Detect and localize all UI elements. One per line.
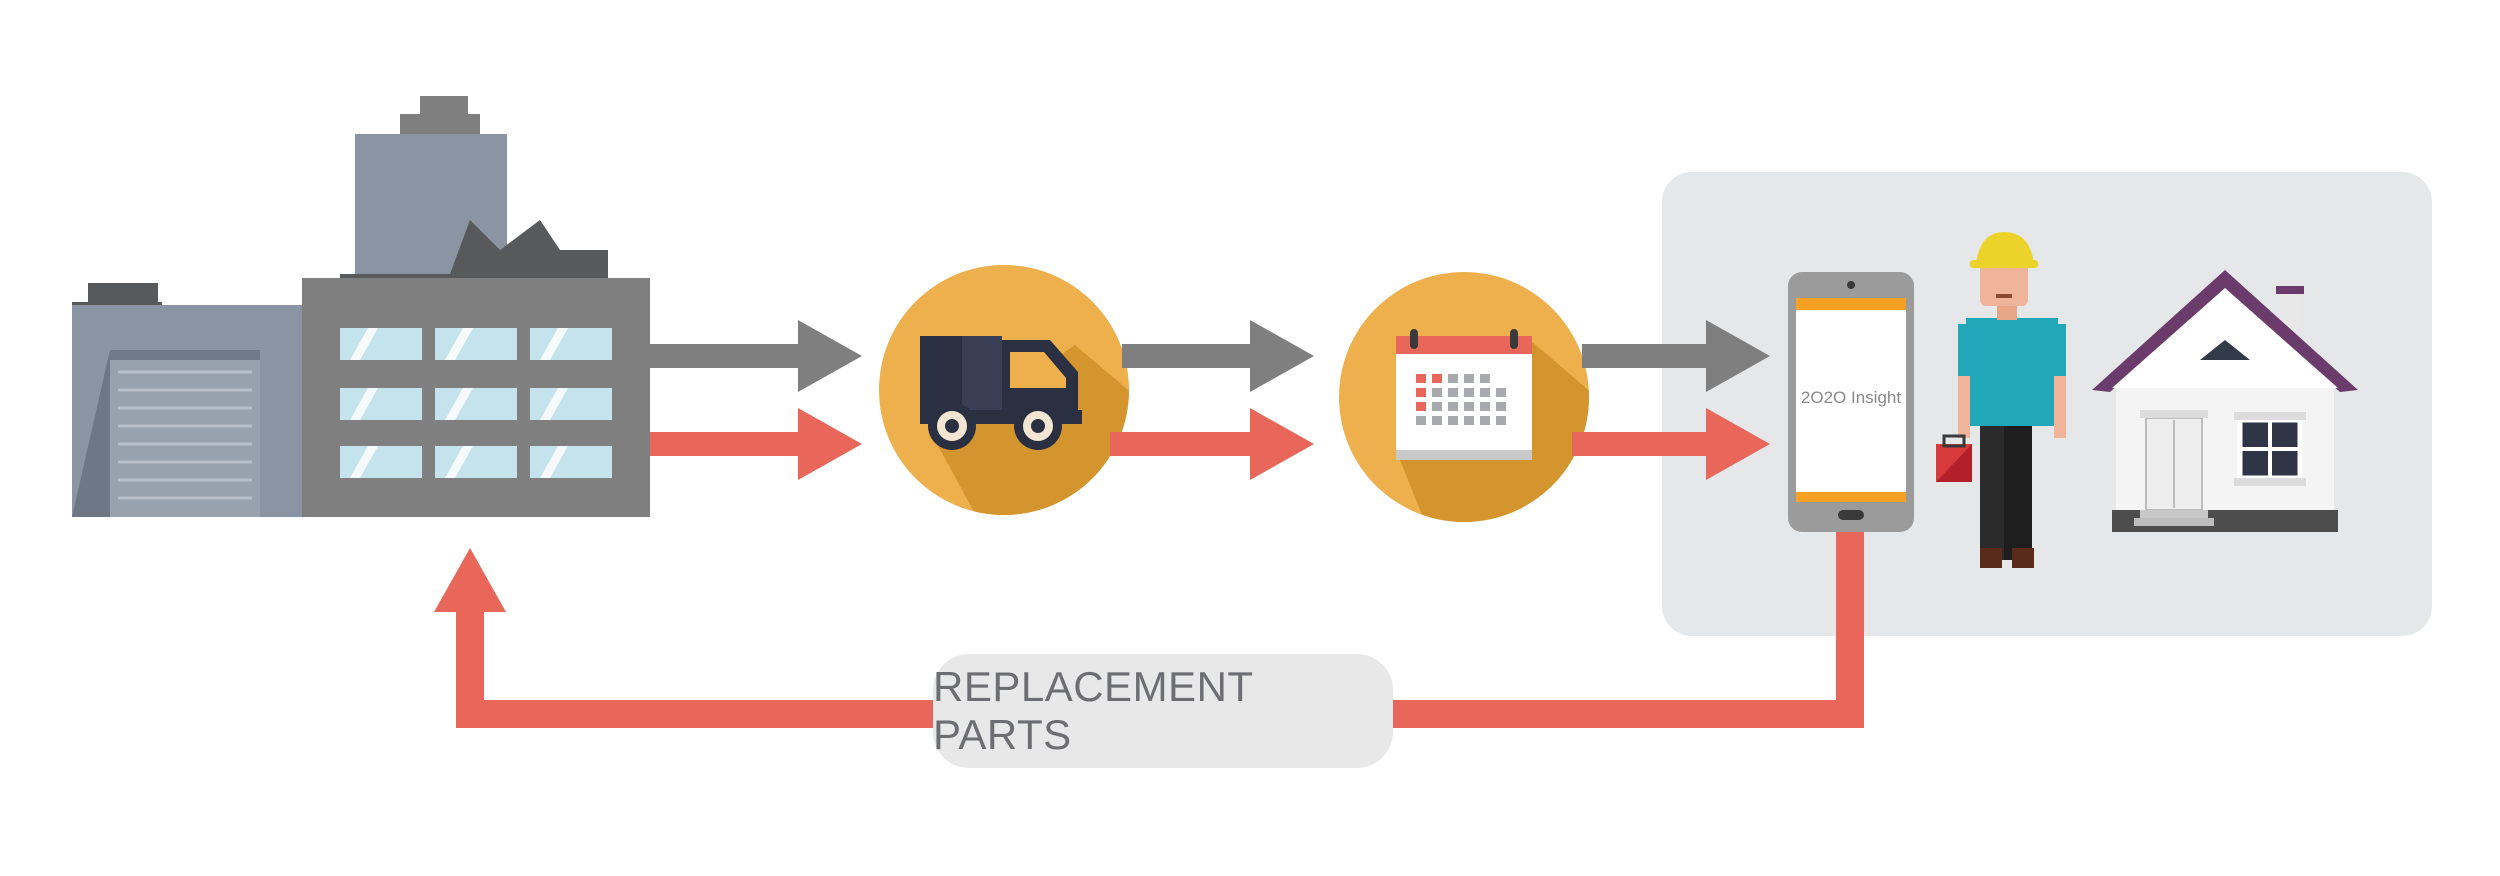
technician-icon xyxy=(1936,232,2066,568)
calendar-icon xyxy=(1339,272,1589,522)
arrow-red-3 xyxy=(1572,408,1770,480)
truck-icon xyxy=(879,265,1129,515)
arrow-gray-3 xyxy=(1582,320,1770,392)
factory-icon xyxy=(72,96,650,517)
replacement-parts-text: REPLACEMENT PARTS xyxy=(933,663,1253,758)
arrow-red-2 xyxy=(1110,408,1314,480)
smartphone-icon xyxy=(1788,272,1914,532)
arrow-red-1 xyxy=(650,408,862,480)
arrow-gray-1 xyxy=(650,320,862,392)
arrow-gray-2 xyxy=(1122,320,1314,392)
replacement-parts-label: REPLACEMENT PARTS xyxy=(933,654,1393,768)
house-icon xyxy=(2092,270,2358,532)
phone-app-name: 2O2O Insight xyxy=(1800,388,1902,407)
